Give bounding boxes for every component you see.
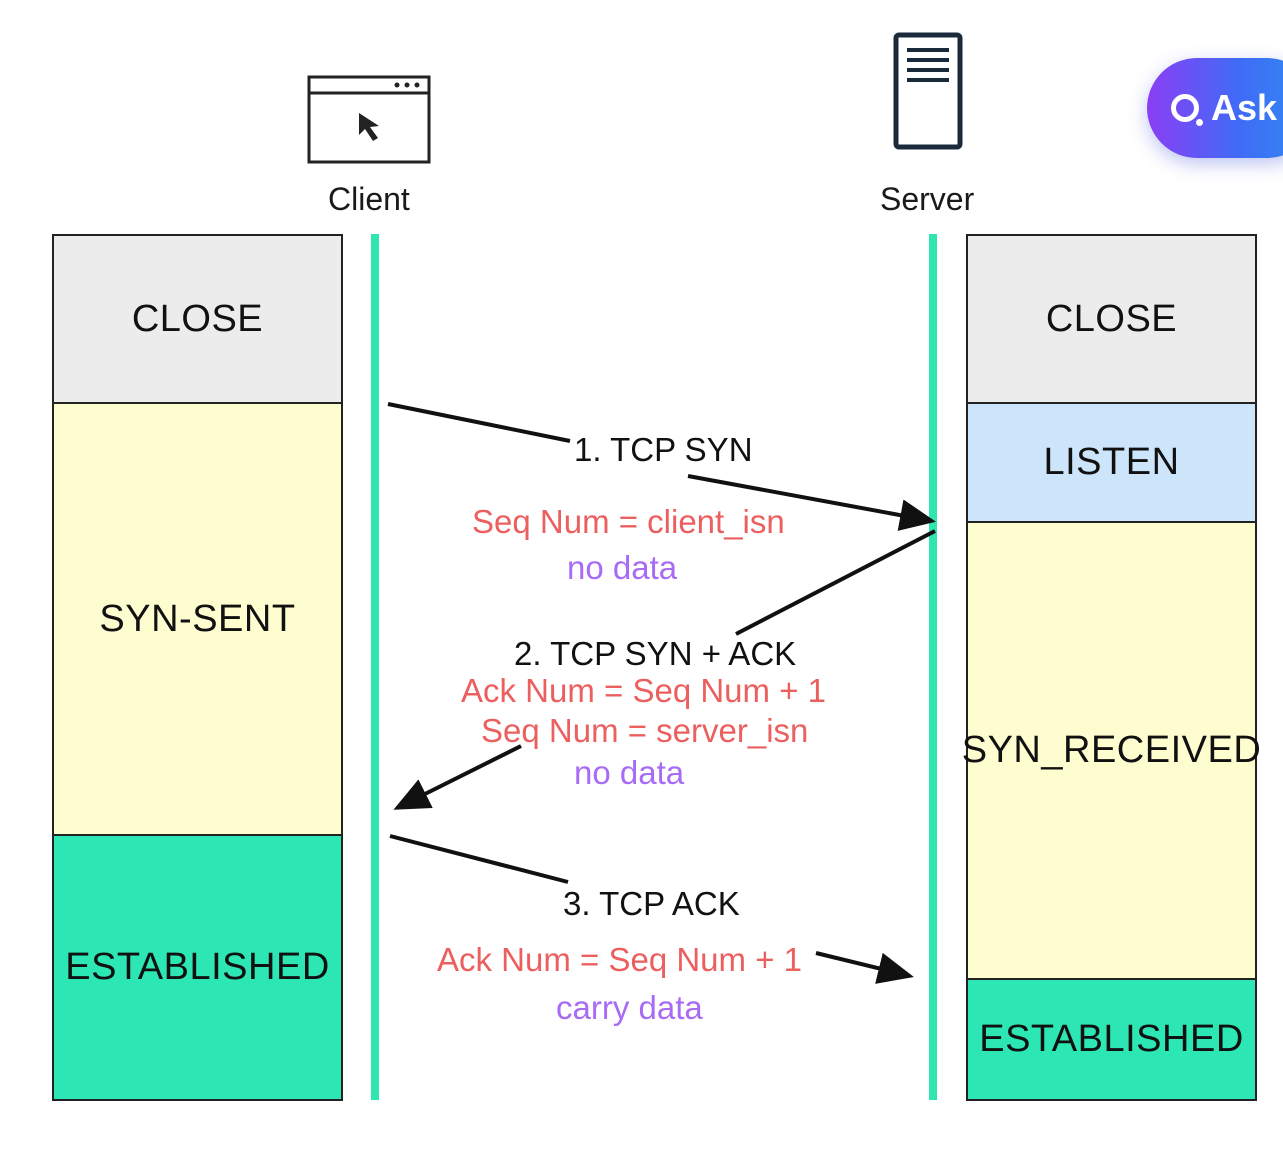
server-state-established: ESTABLISHED bbox=[966, 980, 1257, 1101]
syn-seq-num: Seq Num = client_isn bbox=[472, 503, 785, 540]
synack-arrow-start bbox=[735, 529, 936, 636]
server-tower-icon bbox=[893, 32, 963, 150]
syn-no-data: no data bbox=[567, 549, 678, 586]
ack-arrow-end bbox=[815, 951, 914, 984]
synack-no-data: no data bbox=[574, 754, 685, 791]
server-lifeline bbox=[929, 234, 937, 1100]
client-lifeline bbox=[371, 234, 379, 1100]
ask-button[interactable]: Ask bbox=[1147, 58, 1283, 158]
synack-title: 2. TCP SYN + ACK bbox=[514, 635, 797, 672]
synack-arrow-end bbox=[393, 744, 522, 810]
client-label: Client bbox=[328, 181, 410, 217]
browser-window-cursor-icon bbox=[307, 75, 431, 164]
client-state-syn-sent: SYN-SENT bbox=[52, 404, 343, 836]
syn-title: 1. TCP SYN bbox=[574, 431, 753, 468]
client-state-established: ESTABLISHED bbox=[52, 836, 343, 1101]
server-label: Server bbox=[880, 181, 975, 217]
ack-carry-data: carry data bbox=[556, 989, 703, 1026]
synack-ack-num: Ack Num = Seq Num + 1 bbox=[461, 672, 826, 709]
syn-arrow-start bbox=[387, 402, 571, 443]
ack-ack-num: Ack Num = Seq Num + 1 bbox=[437, 941, 802, 978]
server-state-close: CLOSE bbox=[966, 234, 1257, 404]
ask-button-label: Ask bbox=[1211, 87, 1278, 128]
ack-title: 3. TCP ACK bbox=[563, 885, 740, 922]
search-ring-icon bbox=[1171, 94, 1203, 126]
server-state-listen: LISTEN bbox=[966, 404, 1257, 523]
syn-arrow-end bbox=[687, 474, 936, 531]
server-state-syn-received: SYN_RECEIVED bbox=[962, 523, 1261, 980]
client-state-close: CLOSE bbox=[52, 234, 343, 404]
synack-seq-num: Seq Num = server_isn bbox=[481, 712, 809, 749]
ack-arrow-start bbox=[389, 834, 569, 884]
